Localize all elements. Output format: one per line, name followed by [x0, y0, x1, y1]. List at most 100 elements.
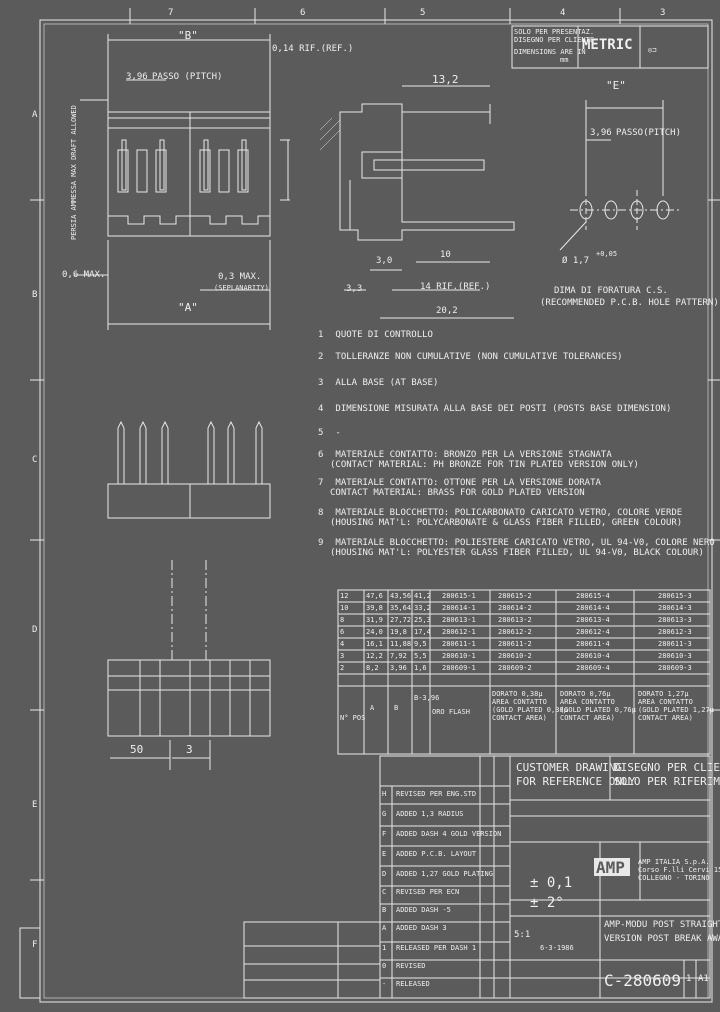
note-2-num: 2 [318, 352, 324, 362]
scale: 5:1 [514, 930, 531, 940]
note-5-text: - [335, 428, 341, 438]
finish-1-a: DORATO 0,38µ [492, 690, 543, 698]
dim-pitch-label: PASSO (PITCH) [152, 72, 223, 82]
dim-A: "A" [178, 301, 198, 314]
row-8-A: 31,9 [366, 616, 383, 624]
row-6-pn2: 280612-2 [498, 628, 532, 636]
row-6-pn1: 280612-1 [442, 628, 476, 636]
note-7: 7 MATERIALE CONTATTO: OTTONE PER LA VERS… [318, 478, 708, 508]
rev-dash-text: RELEASED [396, 980, 430, 988]
zone-label-A: A [32, 110, 38, 120]
note-1-num: 1 [318, 330, 324, 340]
unit-note-3: DIMENSIONS ARE IN [514, 48, 586, 56]
rev-0: 0 [382, 962, 387, 970]
row-2-pn1: 280609-1 [442, 664, 476, 672]
row-2-pn2: 280609-2 [498, 664, 532, 672]
row-2-B: 3,96 [390, 664, 407, 672]
note-5-num: 5 [318, 428, 324, 438]
finish-1-b: AREA CONTATTO [492, 698, 547, 706]
zone-label-4: 4 [560, 8, 566, 18]
notes-list: 1 QUOTE DI CONTROLLO 2 TOLLERANZE NON CU… [318, 330, 715, 568]
note-9-num: 9 [318, 538, 324, 548]
sheet-number: 1 [686, 974, 692, 984]
note-9-text: MATERIALE BLOCCHETTO: POLIESTERE CARICAT… [335, 538, 715, 548]
note-9: 9 MATERIALE BLOCCHETTO: POLIESTERE CARIC… [318, 538, 715, 568]
row-10-pos: 10 [340, 604, 349, 612]
dim-03: 0,3 MAX. [218, 272, 262, 282]
row-10-B: 35,64 [390, 604, 412, 612]
finish-1-d: CONTACT AREA) [492, 714, 547, 722]
side-view-outline [339, 103, 515, 241]
row-3-pos: 3 [340, 652, 345, 660]
row-2-pn4: 280609-4 [576, 664, 610, 672]
row-6-A: 24,0 [366, 628, 383, 636]
col-header-B: B [394, 704, 399, 712]
row-4-B: 11,88 [390, 640, 412, 648]
rev-A: A [382, 924, 387, 932]
row-6-pn3: 280612-3 [658, 628, 692, 636]
note-8-num: 8 [318, 508, 324, 518]
zone-label-D: D [32, 625, 38, 635]
row-3-A: 12,2 [366, 652, 383, 660]
row-10-pn3: 280614-3 [658, 604, 692, 612]
rev-F: F [382, 830, 387, 838]
front-view-outline [107, 111, 271, 237]
dim-pitch-396: 3,96 [126, 72, 148, 82]
dim-10: 10 [440, 250, 451, 260]
row-4-pn2: 280611-2 [498, 640, 532, 648]
drawing-number: C-280609 [604, 971, 682, 990]
row-2-A: 8,2 [366, 664, 379, 672]
note-8: 8 MATERIALE BLOCCHETTO: POLICARBONATO CA… [318, 508, 708, 538]
disegno-cliente-1: DISEGNO PER CLIENTE [614, 761, 720, 774]
projection-symbol-icon: ◎⊐ [648, 46, 657, 54]
row-3-pn1: 280610-1 [442, 652, 476, 660]
zone-label-5: 5 [420, 8, 426, 18]
unit-note-1: SOLO PER PRESENTAZ. [514, 28, 595, 36]
note-3-text: ALLA BASE (AT BASE) [335, 378, 439, 388]
finish-2-a: DORATO 0,76µ [560, 690, 611, 698]
row-4-A: 16,1 [366, 640, 383, 648]
finish-3-b: AREA CONTATTO [638, 698, 693, 706]
metric-label: METRIC [582, 37, 633, 53]
tolerance-angular: ± 2° [530, 895, 564, 911]
note-1-text: QUOTE DI CONTROLLO [335, 330, 433, 340]
finish-3-a: DORATO 1,27µ [638, 690, 689, 698]
note-8-text: MATERIALE BLOCCHETTO: POLICARBONATO CARI… [335, 508, 683, 518]
note-6-text2: (CONTACT MATERIAL: PH BRONZE FOR TIN PLA… [330, 460, 639, 470]
tolerance-linear: ± 0,1 [530, 875, 573, 891]
row-12-pn3: 280615-3 [658, 592, 692, 600]
row-6-pn4: 280612-4 [576, 628, 610, 636]
dim-pcb-396: 3,96 [590, 128, 612, 138]
row-4-pn1: 280611-1 [442, 640, 476, 648]
rev-1: 1 [382, 944, 387, 952]
rev-H-text: REVISED PER ENG.STD [396, 790, 477, 798]
note-8-text2: (HOUSING MAT'L: POLYCARBONATE & GLASS FI… [330, 518, 683, 528]
note-6-text: MATERIALE CONTATTO: BRONZO PER LA VERSIO… [335, 450, 612, 460]
rev-E-text: ADDED P.C.B. LAYOUT [396, 850, 477, 858]
finish-2-d: CONTACT AREA) [560, 714, 615, 722]
row-10-pn2: 280614-2 [498, 604, 532, 612]
row-3-pn4: 280610-4 [576, 652, 610, 660]
company-name-2: Corso F.lli Cervi 15 [638, 866, 720, 874]
rev-B: B [382, 906, 387, 914]
note-7-text2: CONTACT MATERIAL: BRASS FOR GOLD PLATED … [330, 488, 585, 498]
row-2-pos: 2 [340, 664, 345, 672]
row-12-pn4: 280615-4 [576, 592, 610, 600]
dim-B: "B" [178, 29, 198, 42]
rev-B-text: ADDED DASH -5 [396, 906, 451, 914]
rev-D-text: ADDED 1,27 GOLD PLATING [396, 870, 493, 878]
description-1: AMP-MODU POST STRAIGHT [604, 920, 720, 930]
amp-logo-box [594, 858, 630, 876]
row-3-C: 5,5 [414, 652, 427, 660]
finish-3-d: CONTACT AREA) [638, 714, 693, 722]
description-2: VERSION POST BREAK AWAY [604, 934, 720, 944]
note-2: 2 TOLLERANZE NON CUMULATIVE (NON CUMULAT… [318, 352, 708, 378]
row-6-pos: 6 [340, 628, 345, 636]
outer-frame [39, 19, 713, 1003]
zone-label-B: B [32, 290, 38, 300]
finish-1-c: (GOLD PLATED 0,38µ [492, 706, 568, 714]
dim-E: "E" [606, 79, 626, 92]
row-4-pn4: 280611-4 [576, 640, 610, 648]
row-4-pos: 4 [340, 640, 345, 648]
note-6: 6 MATERIALE CONTATTO: BRONZO PER LA VERS… [318, 450, 708, 478]
